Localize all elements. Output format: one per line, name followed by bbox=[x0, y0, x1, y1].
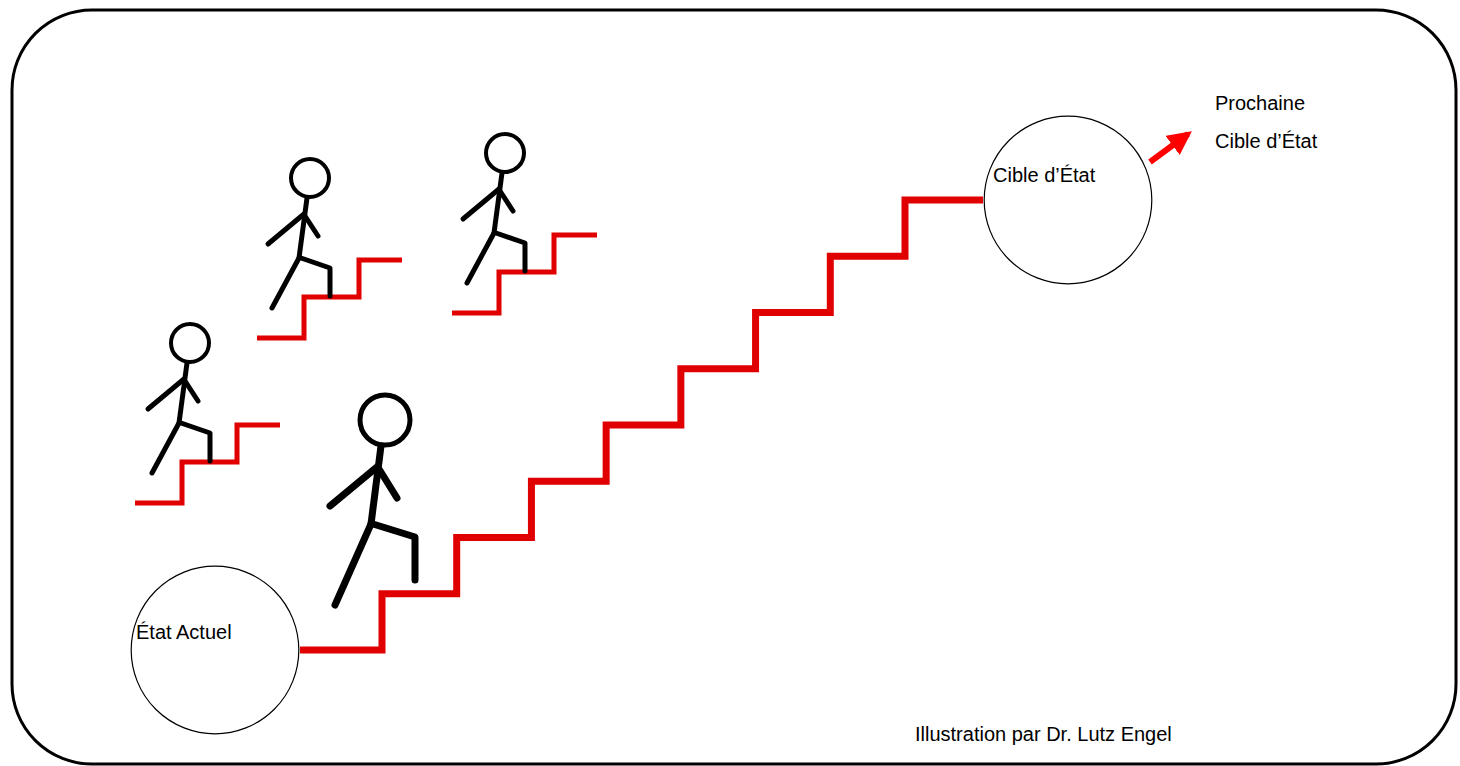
edge-layer bbox=[300, 200, 983, 650]
climber-small bbox=[452, 134, 597, 313]
figure-leg bbox=[301, 258, 330, 296]
figure-torso bbox=[494, 173, 502, 233]
circle-outline bbox=[130, 565, 300, 735]
figure-head bbox=[291, 159, 329, 197]
credit-note: Illustration par Dr. Lutz Engel bbox=[915, 722, 1335, 746]
figure-head bbox=[360, 395, 410, 445]
stick-figure bbox=[148, 324, 210, 473]
figure-arm bbox=[379, 469, 397, 498]
figure-leg bbox=[467, 233, 494, 283]
figure-leg bbox=[272, 258, 299, 308]
figure-arm bbox=[463, 189, 499, 219]
figure-leg bbox=[335, 524, 371, 605]
stick-figure bbox=[268, 159, 330, 308]
state-circle: Cible d’État bbox=[983, 115, 1153, 285]
frame bbox=[12, 10, 1456, 764]
state-circle: État Actuel bbox=[130, 565, 300, 735]
figure-head bbox=[486, 134, 524, 172]
climber-small bbox=[135, 324, 280, 503]
figure-arm bbox=[500, 191, 513, 211]
stick-figure-large bbox=[330, 395, 415, 605]
figure-torso bbox=[371, 446, 381, 524]
next-arrow bbox=[1150, 134, 1188, 162]
figure-torso bbox=[179, 363, 187, 423]
circle-outline bbox=[983, 115, 1153, 285]
figure-torso bbox=[299, 198, 307, 258]
state-label: Cible d’État bbox=[993, 163, 1095, 187]
circle-border bbox=[984, 116, 1152, 284]
state-label: État Actuel bbox=[136, 620, 232, 644]
staircase-connector bbox=[300, 200, 983, 650]
figure-leg bbox=[496, 233, 525, 271]
figure-leg bbox=[373, 524, 415, 580]
figure-head bbox=[171, 324, 209, 362]
figure-leg bbox=[181, 423, 210, 461]
figure-arm bbox=[305, 216, 318, 236]
figure-leg bbox=[152, 423, 179, 473]
figure-arm bbox=[148, 379, 184, 409]
figure-arm bbox=[185, 381, 198, 401]
stick-figure bbox=[463, 134, 525, 283]
circle-border bbox=[131, 566, 299, 734]
next-target-label: Prochaine Cible d’État bbox=[1215, 84, 1355, 160]
figure-arm bbox=[330, 467, 377, 506]
figure-arm bbox=[268, 214, 304, 244]
climber-small bbox=[257, 159, 402, 338]
